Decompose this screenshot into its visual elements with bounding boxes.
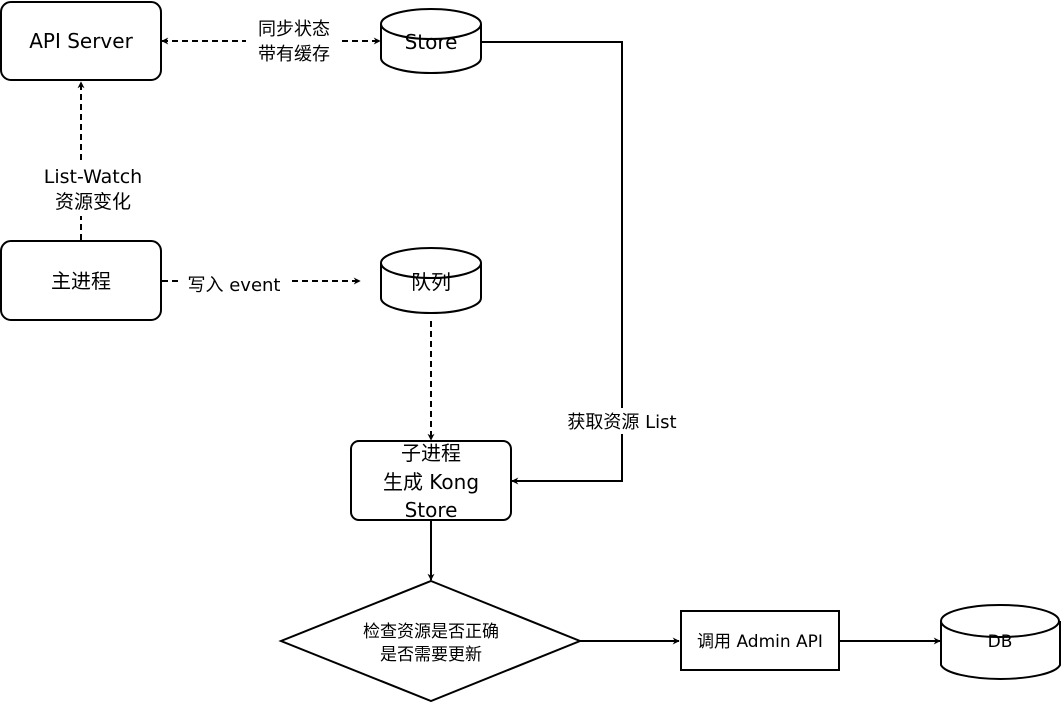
edge-label-bg [30,162,132,216]
node-main-process: 主进程 [0,240,162,321]
edge-store-child [482,41,623,485]
node-child-process: 子进程 生成 Kong Store [350,440,512,522]
node-label-store: Store [405,30,458,54]
edge-label-write-event: 写入 event [188,275,281,296]
node-store: Store [380,8,482,74]
node-label-queue: 队列 [411,270,451,294]
edge-label-sync-state-1: 同步状态 [258,19,330,40]
node-label-child-1: 子进程 [401,441,461,465]
edge-label-list-watch-1: List-Watch [44,166,142,188]
edge-label-sync-state-2: 带有缓存 [258,44,330,65]
node-label-api-server: API Server [29,29,133,53]
node-queue: 队列 [380,247,482,314]
node-label-db: DB [988,632,1013,652]
node-label-check-2: 是否需要更新 [380,645,482,665]
node-api-server: API Server [0,1,162,81]
edge-label-bg [246,14,342,68]
node-check-decision: 检查资源是否正确 是否需要更新 [278,579,583,702]
node-label-check-1: 检查资源是否正确 [363,622,499,642]
node-label-child-2: 生成 Kong [383,470,479,494]
node-label-child-3: Store [405,498,458,522]
edge-label-fetch-list: 获取资源 List [567,412,676,433]
edge-label-bg [178,270,290,296]
node-db: DB [940,604,1061,680]
node-label-main-process: 主进程 [51,269,111,293]
node-admin-api: 调用 Admin API [680,610,840,671]
edge-label-bg [560,408,684,434]
edge-label-list-watch-2: 资源变化 [55,191,131,213]
node-label-admin-api: 调用 Admin API [697,632,823,652]
